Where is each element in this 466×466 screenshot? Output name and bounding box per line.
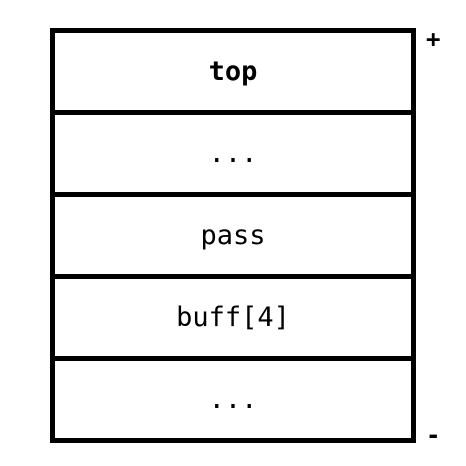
- low-address-marker: -: [426, 421, 441, 449]
- stack-cell-pass: pass: [55, 192, 411, 274]
- high-address-marker: +: [426, 25, 441, 53]
- stack-cell-buff: buff[4]: [55, 274, 411, 356]
- memory-stack-diagram: top ... pass buff[4] ...: [50, 28, 416, 443]
- stack-cell-ellipsis-upper: ...: [55, 110, 411, 192]
- stack-cell-top: top: [208, 56, 258, 87]
- stack-cell-ellipsis-lower: ...: [55, 356, 411, 438]
